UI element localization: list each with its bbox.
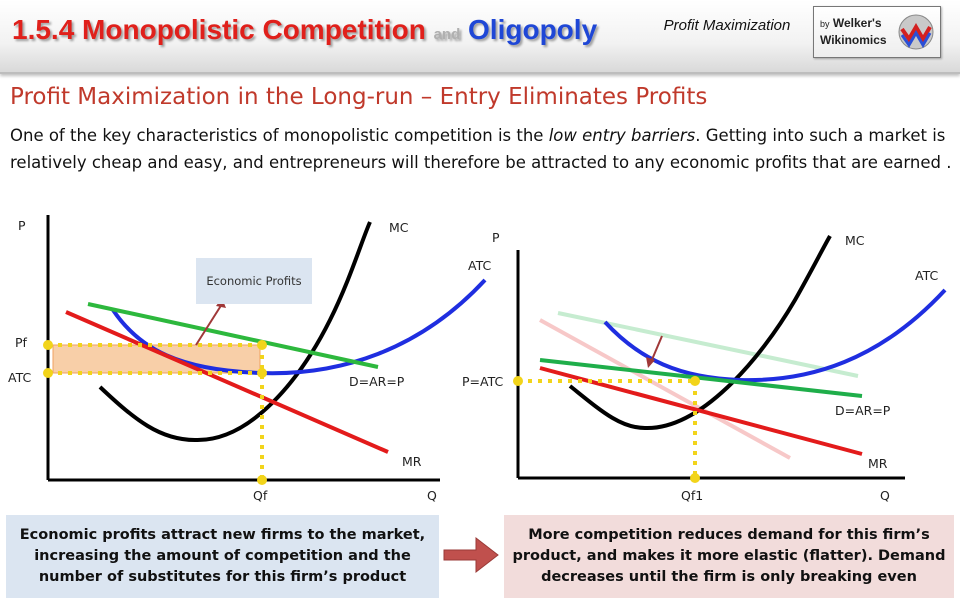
left-atc-curve [111, 278, 487, 376]
left-mc-curve [98, 221, 372, 443]
slide-title: 1.5.4 Monopolistic Competition and Oligo… [12, 14, 597, 46]
right-mr-line [539, 366, 863, 456]
left-demand-label: D=AR=P [349, 374, 405, 389]
left-demand-line [87, 302, 379, 369]
right-mr-label: MR [868, 456, 888, 471]
left-price-dot [43, 340, 53, 350]
title-end: Oligopoly [468, 14, 598, 45]
right-x-label: Q [880, 488, 890, 503]
logo-name: Welker's [832, 16, 882, 30]
topic-label: Profit Maximization [663, 17, 791, 34]
right-demand-line [539, 358, 863, 398]
left-x-label: Q [427, 488, 437, 503]
left-profit-dot [257, 340, 267, 350]
entry-effect-box: Economic profits attract new firms to th… [6, 515, 439, 598]
right-graph: P Q MC ATC D=AR=P MR P=ATC Qf1 [462, 230, 947, 503]
title-main: 1.5.4 Monopolistic Competition [12, 14, 426, 45]
left-cost-dot [257, 368, 267, 378]
right-mc-label: MC [845, 233, 865, 248]
left-atc-label: ATC [468, 258, 491, 273]
right-price-tick: P=ATC [462, 374, 503, 389]
intro-paragraph: One of the key characteristics of monopo… [10, 122, 955, 176]
right-demand-label: D=AR=P [835, 403, 891, 418]
right-mc-curve [568, 235, 832, 431]
left-atc-tick: ATC [8, 370, 31, 385]
right-y-label: P [492, 230, 500, 245]
intro-text-before: One of the key characteristics of monopo… [10, 126, 549, 145]
right-old-mr-line [539, 318, 791, 460]
demand-shift-box: More competition reduces demand for this… [504, 515, 954, 598]
logo-globe-icon [898, 14, 934, 50]
left-mr-label: MR [402, 454, 422, 469]
left-mc-label: MC [389, 220, 409, 235]
left-callout-arrow [195, 303, 223, 346]
right-equilibrium-dot [690, 376, 700, 386]
economic-profits-callout: Economic Profits [196, 258, 312, 304]
slide-heading: Profit Maximization in the Long-run – En… [10, 84, 708, 110]
right-atc-label: ATC [915, 268, 938, 283]
right-qty-dot [690, 473, 700, 483]
intro-emphasis: low entry barriers [548, 126, 696, 145]
slide-header: 1.5.4 Monopolistic Competition and Oligo… [0, 0, 960, 74]
left-atc-dot [43, 368, 53, 378]
right-shift-arrowhead [646, 357, 655, 368]
right-shift-arrow [650, 335, 663, 363]
logo-by: by [820, 19, 830, 29]
left-qty-dot [257, 475, 267, 485]
right-arrow-icon [443, 536, 499, 574]
cost-revenue-graphs: P Q MC D=AR=P MR Pf ATC Qf P Q MC ATC D=… [8, 215, 947, 503]
right-price-dot [513, 376, 523, 386]
right-qty-tick: Qf1 [681, 488, 703, 503]
left-mr-line [65, 310, 389, 454]
left-y-label: P [18, 218, 26, 233]
left-price-tick: Pf [15, 335, 28, 350]
logo-brand: Wikinomics [820, 33, 887, 47]
left-graph: P Q MC D=AR=P MR Pf ATC Qf [8, 215, 487, 503]
left-qty-tick: Qf [253, 488, 268, 503]
intro-text-after: . Getting into such a market is relative… [10, 126, 952, 172]
title-and: and [433, 26, 461, 43]
wikinomics-logo: by Welker's Wikinomics [813, 6, 941, 58]
right-atc-curve [603, 288, 947, 383]
